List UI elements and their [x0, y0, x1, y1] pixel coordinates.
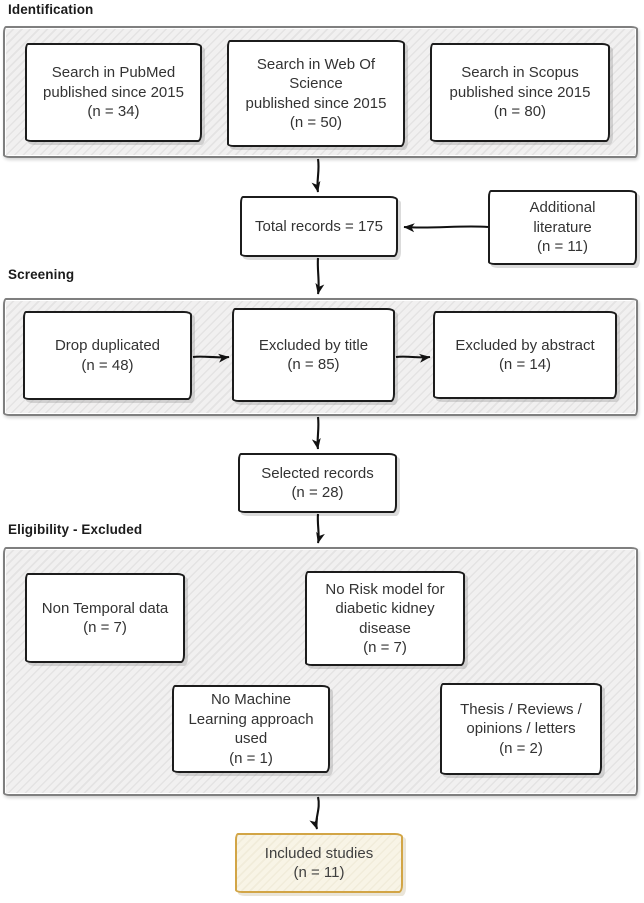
section-label-screening: Screening	[8, 267, 75, 282]
box-search-web-of-science: Search in Web Of Science published since…	[227, 40, 405, 147]
arrow-selected-to-eligibility	[316, 513, 325, 544]
box-excluded-by-title: Excluded by title (n = 85)	[232, 308, 395, 402]
arrow-eligibility-to-included	[309, 796, 320, 830]
arrow-identification-to-total	[311, 158, 321, 193]
section-label-eligibility-excluded: Eligibility - Excluded	[8, 522, 143, 537]
box-search-pubmed: Search in PubMed published since 2015 (n…	[25, 43, 202, 142]
section-label-identification: Identification	[8, 2, 94, 17]
box-no-machine-learning: No Machine Learning approach used (n = 1…	[172, 685, 330, 773]
box-excluded-by-abstract: Excluded by abstract (n = 14)	[433, 311, 617, 399]
box-no-risk-model: No Risk model for diabetic kidney diseas…	[305, 571, 465, 666]
box-selected-records: Selected records (n = 28)	[238, 453, 397, 513]
box-included-studies: Included studies (n = 11)	[235, 833, 403, 893]
arrow-additional-to-total	[403, 223, 489, 233]
box-total-records: Total records = 175	[240, 196, 398, 257]
box-thesis-reviews: Thesis / Reviews / opinions / letters (n…	[440, 683, 602, 775]
box-additional-literature: Additional literature (n = 11)	[488, 190, 637, 265]
arrow-screening-to-selected	[311, 416, 321, 450]
box-non-temporal-data: Non Temporal data (n = 7)	[25, 573, 185, 663]
box-search-scopus: Search in Scopus published since 2015 (n…	[430, 43, 610, 142]
box-drop-duplicated: Drop duplicated (n = 48)	[23, 311, 192, 400]
arrow-total-to-screening	[315, 257, 325, 295]
